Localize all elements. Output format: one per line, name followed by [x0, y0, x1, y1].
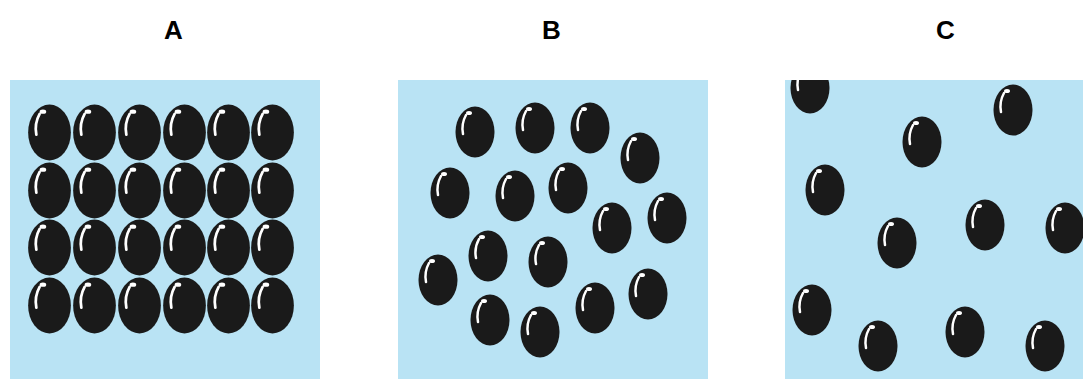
panel-label: B [542, 15, 561, 46]
particle-grid [28, 105, 294, 334]
panel-background [398, 80, 708, 379]
particle-cluster [419, 103, 687, 358]
panel-background [10, 80, 320, 379]
panel-label: C [936, 15, 955, 46]
panel-label: A [164, 15, 183, 46]
particle-spread [791, 63, 1083, 372]
panel-background [785, 80, 1083, 379]
